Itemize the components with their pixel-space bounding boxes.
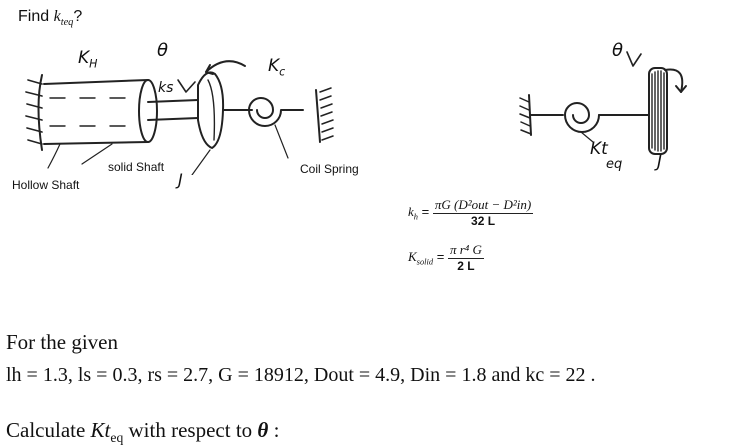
caption-coil-spring: Coil Spring <box>300 162 359 176</box>
formula-kh-lhs-var: k <box>408 203 414 219</box>
problem-line-2: lh = 1.3, ls = 0.3, rs = 2.7, G = 18912,… <box>6 364 596 386</box>
hollow-shaft-bottom <box>43 141 149 145</box>
formula-kh: kh = πG (D²out − D²in) 32 L <box>408 197 534 228</box>
problem-line-3-var: Kt <box>90 418 111 442</box>
label-kt-eq-sub: eq <box>606 157 623 172</box>
disk-J-eq <box>648 67 668 155</box>
problem-line-3-mid: with respect to <box>123 418 258 442</box>
label-kt-sub: t <box>601 139 608 159</box>
title-sub: teq <box>60 17 74 29</box>
label-J-right: J <box>657 152 663 172</box>
formula-ksolid-eq: = <box>436 248 445 264</box>
rotation-arrow <box>205 60 246 73</box>
formula-ksolid: Ksolid = π r⁴ G 2 L <box>408 242 484 273</box>
title-var: k <box>53 8 61 25</box>
equivalent-system-diagram <box>519 51 687 155</box>
rotation-arrow-eq <box>664 68 684 93</box>
solid-shaft <box>147 99 199 121</box>
formula-ksolid-lhs: Ksolid <box>408 248 434 267</box>
title-suffix: ? <box>73 8 83 25</box>
caption-hollow-shaft: Hollow Shaft <box>12 178 80 192</box>
formula-kh-eq: = <box>421 203 430 219</box>
label-kc-sub: c <box>279 65 286 79</box>
formula-kh-denominator: 32 L <box>471 214 496 228</box>
formula-kh-numerator: πG (D²out − D²in) <box>432 197 534 214</box>
formula-kh-lhs: kh <box>408 203 418 222</box>
left-wall <box>37 74 43 151</box>
label-kh-sub: H <box>89 57 98 71</box>
formula-ksolid-denominator: 2 L <box>457 259 475 273</box>
formula-kh-fraction: πG (D²out − D²in) 32 L <box>432 197 534 228</box>
label-kt-main: K <box>590 139 602 159</box>
formula-ksolid-lhs-var: K <box>408 248 417 264</box>
coil-spring-eq <box>564 102 600 133</box>
title-prefix: Find <box>18 8 54 25</box>
hollow-solid-shaft-coil-diagram <box>25 60 334 175</box>
problem-line-3-theta: θ <box>257 418 269 442</box>
formula-ksolid-lhs-sub: solid <box>416 256 434 267</box>
problem-line-3-sub: eq <box>110 430 124 446</box>
label-ks: ks <box>158 80 174 96</box>
label-theta-left: θ <box>157 40 169 61</box>
problem-line-3-suffix: : <box>268 418 280 442</box>
problem-line-3-prefix: Calculate <box>6 418 91 442</box>
problem-line-3: Calculate Kteq with respect to θ : <box>6 418 279 446</box>
hollow-shaft-end <box>138 79 158 143</box>
formula-ksolid-numerator: π r⁴ G <box>447 242 484 259</box>
problem-line-1: For the given <box>6 330 118 354</box>
label-J-left: J <box>178 170 183 189</box>
hollow-shaft-top <box>43 79 149 85</box>
label-kh-main: K <box>78 48 90 68</box>
label-theta-right: θ <box>612 40 624 61</box>
formula-kh-lhs-sub: h <box>413 211 418 222</box>
right-wall <box>315 89 321 143</box>
label-kt-eq: Kt eq <box>590 139 623 172</box>
left-wall-hatching <box>25 79 43 145</box>
page-title: Find kteq? <box>18 8 82 28</box>
label-kh: KH <box>78 48 97 70</box>
caption-solid-shaft: solid Shaft <box>108 160 165 174</box>
label-kc: Kc <box>268 56 285 78</box>
coil-spring <box>248 97 304 127</box>
formula-ksolid-fraction: π r⁴ G 2 L <box>447 242 484 273</box>
disk-J <box>197 71 225 149</box>
label-kc-main: K <box>268 56 280 76</box>
